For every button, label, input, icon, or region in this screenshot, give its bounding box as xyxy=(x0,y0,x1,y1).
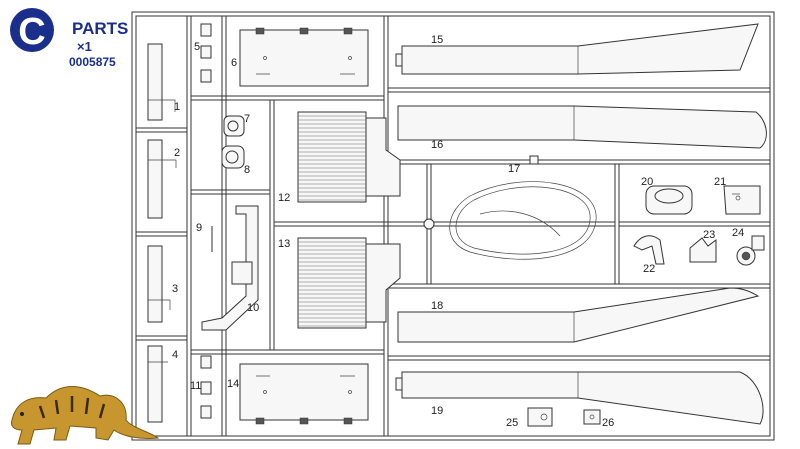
part-16-shape xyxy=(397,105,767,149)
part-label-16: 16 xyxy=(431,139,443,151)
parts-quantity: ×1 xyxy=(77,39,92,54)
part-label-18: 18 xyxy=(431,300,443,312)
part-21-shape xyxy=(723,185,761,215)
part-label-13: 13 xyxy=(278,238,290,250)
badge-letter: C xyxy=(18,11,45,53)
part-number: 0005875 xyxy=(69,55,116,69)
part-13-shape xyxy=(297,237,401,329)
part-label-14: 14 xyxy=(227,378,239,390)
part-label-24: 24 xyxy=(732,227,744,239)
part-24-shape xyxy=(736,235,765,266)
part-label-6: 6 xyxy=(231,57,237,69)
part-label-4: 4 xyxy=(172,349,178,361)
part-8-shape xyxy=(221,145,245,169)
part-label-17: 17 xyxy=(508,163,520,175)
part-12-shape xyxy=(297,111,401,203)
tiger-logo-icon xyxy=(11,386,160,445)
part-5-shape xyxy=(200,23,212,83)
part-label-3: 3 xyxy=(172,283,178,295)
part-label-21: 21 xyxy=(714,176,726,188)
part-14-shape xyxy=(239,363,369,425)
part-label-1: 1 xyxy=(174,101,180,113)
part-label-5: 5 xyxy=(194,41,200,53)
part-1-shape xyxy=(147,43,176,121)
parts-title: PARTS xyxy=(72,19,128,38)
part-6-shape xyxy=(239,27,369,87)
part-label-7: 7 xyxy=(244,113,250,125)
part-20-shape xyxy=(645,185,693,215)
part-25-shape xyxy=(527,407,553,427)
part-label-12: 12 xyxy=(278,192,290,204)
part-label-20: 20 xyxy=(641,176,653,188)
part-label-15: 15 xyxy=(431,34,443,46)
sprue-frame xyxy=(131,11,775,441)
part-label-11: 11 xyxy=(190,380,201,392)
part-label-9: 9 xyxy=(196,222,202,234)
part-18-shape xyxy=(397,287,760,343)
part-23-shape xyxy=(689,237,717,263)
part-label-8: 8 xyxy=(244,164,250,176)
part-label-23: 23 xyxy=(703,229,715,241)
part-7-shape xyxy=(223,115,245,137)
part-22-shape xyxy=(633,235,665,265)
part-15-shape xyxy=(395,23,759,75)
part-labels: 1 2 3 4 5 6 7 8 9 10 11 12 13 14 15 16 1… xyxy=(172,34,744,429)
part-label-10: 10 xyxy=(247,302,259,314)
part-10-shape xyxy=(201,205,259,331)
part-4-shape xyxy=(147,345,168,423)
part-26-shape xyxy=(583,409,601,425)
part-19-shape xyxy=(395,371,764,425)
part-2-shape xyxy=(147,139,177,219)
part-3-shape xyxy=(147,245,171,323)
part-label-26: 26 xyxy=(602,417,614,429)
part-label-19: 19 xyxy=(431,405,443,417)
part-11-shape xyxy=(200,355,212,419)
part-17-shape xyxy=(449,155,597,260)
part-label-2: 2 xyxy=(174,147,180,159)
parts-header: C PARTS ×1 0005875 xyxy=(10,8,128,69)
part-label-25: 25 xyxy=(506,417,518,429)
part-label-22: 22 xyxy=(643,263,655,275)
parts-badge-icon xyxy=(10,8,54,52)
